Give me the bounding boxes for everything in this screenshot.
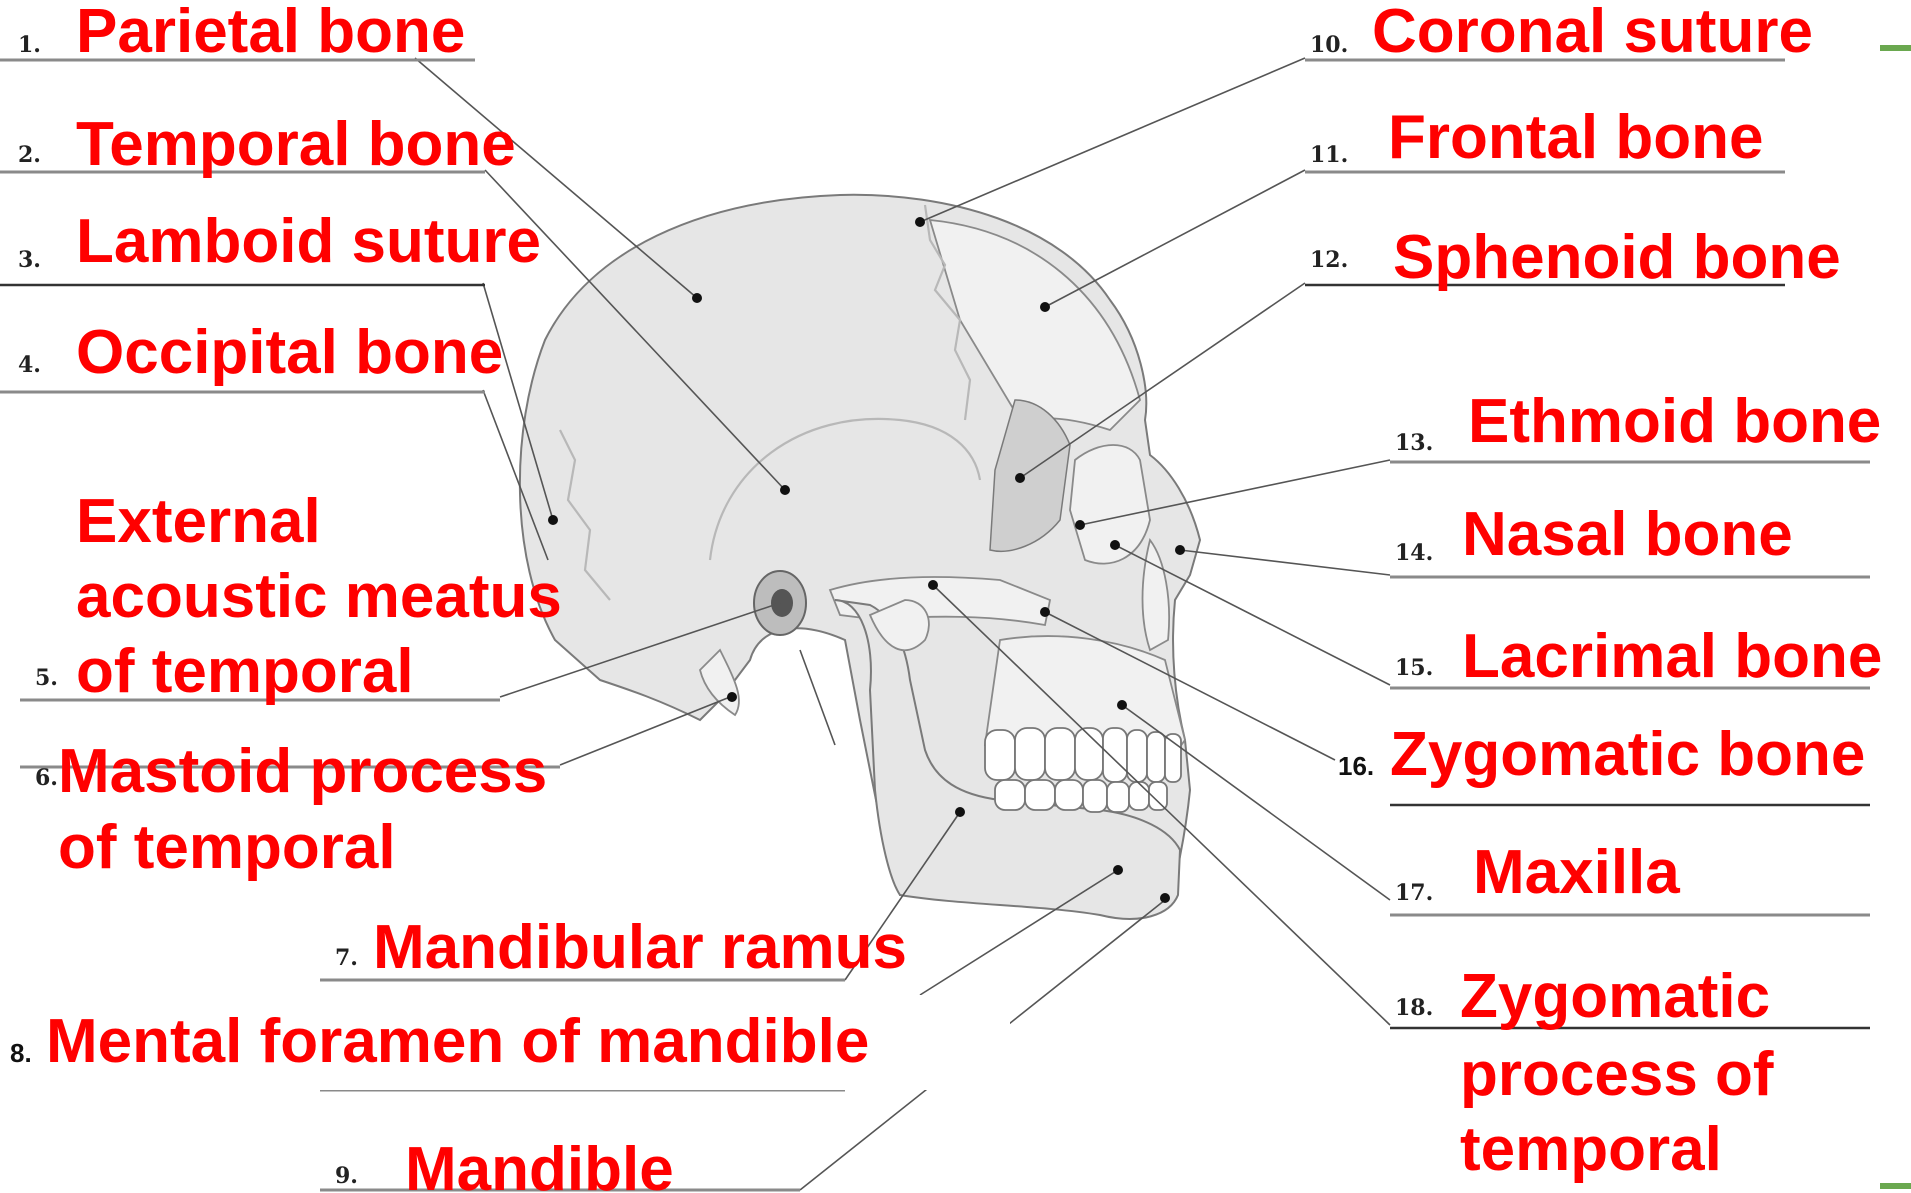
svg-text:16.: 16. [1338, 751, 1374, 781]
svg-text:acoustic meatus: acoustic meatus [76, 562, 562, 631]
svg-text:7.: 7. [335, 945, 358, 971]
svg-text:Temporal bone: Temporal bone [76, 110, 516, 179]
svg-text:External: External [76, 487, 321, 556]
label-6: 6. Mastoid process of temporal [35, 737, 547, 882]
svg-text:9.: 9. [335, 1163, 358, 1189]
label-1: 1. Parietal bone [18, 0, 465, 66]
svg-text:1.: 1. [18, 32, 41, 58]
svg-text:Mandible: Mandible [405, 1135, 674, 1193]
svg-text:6.: 6. [35, 765, 58, 791]
svg-text:15.: 15. [1395, 655, 1433, 681]
label-15: 15. Lacrimal bone [1395, 622, 1882, 691]
svg-text:Parietal bone: Parietal bone [76, 0, 465, 66]
svg-text:17.: 17. [1395, 880, 1433, 906]
svg-text:11.: 11. [1310, 142, 1348, 168]
svg-text:14.: 14. [1395, 540, 1433, 566]
svg-text:12.: 12. [1310, 247, 1348, 273]
svg-text:18.: 18. [1395, 995, 1433, 1021]
svg-text:Maxilla: Maxilla [1473, 838, 1680, 907]
svg-text:Zygomatic bone: Zygomatic bone [1390, 720, 1865, 789]
svg-text:10.: 10. [1310, 32, 1348, 58]
label-16: 16. Zygomatic bone [1338, 720, 1865, 789]
svg-text:3.: 3. [18, 247, 41, 273]
svg-text:5.: 5. [35, 665, 58, 691]
label-9: 9. Mandible [335, 1135, 674, 1193]
svg-text:process of: process of [1460, 1040, 1774, 1109]
svg-text:Frontal bone: Frontal bone [1388, 103, 1763, 172]
svg-text:Lamboid suture: Lamboid suture [76, 207, 541, 276]
label-13: 13. Ethmoid bone [1395, 387, 1881, 456]
label-7: 7. Mandibular ramus [335, 913, 907, 982]
styloid-process [800, 650, 835, 745]
svg-text:Sphenoid bone: Sphenoid bone [1393, 223, 1841, 292]
svg-text:Ethmoid bone: Ethmoid bone [1468, 387, 1881, 456]
svg-text:Lacrimal bone: Lacrimal bone [1462, 622, 1882, 691]
orbit-region [1070, 445, 1150, 564]
label-10: 10. Coronal suture [1310, 0, 1813, 66]
label-2: 2. Temporal bone [18, 110, 516, 179]
svg-text:Mental foramen of mandible: Mental foramen of mandible [46, 1007, 869, 1076]
svg-text:of temporal: of temporal [76, 637, 414, 706]
label-8: 8. Mental foramen of mandible [10, 1007, 869, 1076]
svg-text:Nasal bone: Nasal bone [1462, 500, 1793, 569]
label-11: 11. Frontal bone [1310, 103, 1763, 172]
label-18: 18. Zygomatic process of temporal [1395, 962, 1774, 1184]
svg-text:13.: 13. [1395, 430, 1433, 456]
svg-text:Occipital bone: Occipital bone [76, 318, 503, 387]
svg-text:8.: 8. [10, 1038, 32, 1068]
label-5: External acoustic meatus 5. of temporal [35, 487, 562, 706]
svg-text:of temporal: of temporal [58, 813, 396, 882]
svg-text:Coronal suture: Coronal suture [1372, 0, 1813, 66]
svg-text:Mastoid process: Mastoid process [58, 737, 547, 806]
svg-text:4.: 4. [18, 352, 41, 378]
label-14: 14. Nasal bone [1395, 500, 1793, 569]
skull-illustration [520, 195, 1200, 919]
svg-text:2.: 2. [18, 142, 41, 168]
ear-canal-opening [771, 589, 793, 617]
upper-teeth [985, 728, 1181, 782]
svg-text:Mandibular ramus: Mandibular ramus [373, 913, 907, 982]
label-12: 12. Sphenoid bone [1310, 223, 1841, 292]
svg-text:Zygomatic: Zygomatic [1460, 962, 1770, 1031]
svg-text:temporal: temporal [1460, 1115, 1722, 1184]
label-3: 3. Lamboid suture [18, 207, 541, 276]
label-17: 17. Maxilla [1395, 838, 1680, 907]
label-4: 4. Occipital bone [18, 318, 503, 387]
